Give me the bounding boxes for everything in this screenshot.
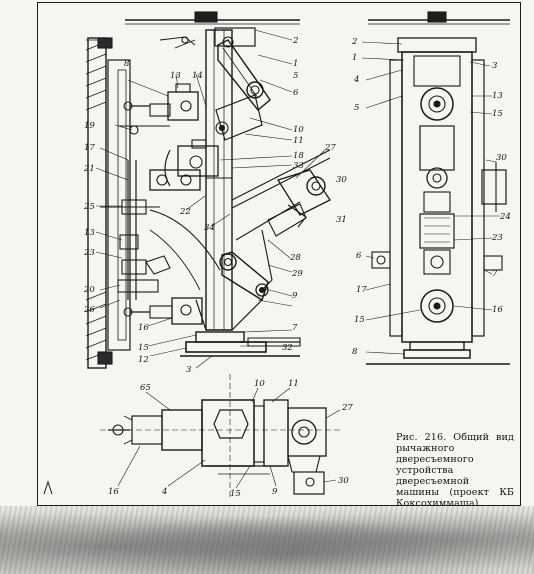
front-label: 8 [352, 347, 358, 357]
side-label: 31 [336, 215, 347, 225]
side-label: 6 [293, 88, 299, 98]
side-label: 32 [282, 343, 293, 353]
plan-view [43, 374, 341, 500]
side-label: 14 [192, 71, 203, 81]
scan-smudge [0, 506, 534, 574]
front-label: 23 [491, 233, 503, 243]
plan-label: 27 [341, 403, 353, 413]
side-label: 5 [293, 71, 298, 81]
side-label: 1 [293, 59, 298, 69]
front-label: 17 [356, 285, 367, 295]
side-label: 13 [84, 228, 95, 238]
side-label: 34 [204, 223, 215, 233]
side-label: 7 [292, 323, 298, 333]
side-label: 13 [170, 71, 181, 81]
side-label: 10 [293, 125, 304, 135]
side-label: 22 [179, 207, 191, 217]
front-label: 7 [492, 269, 498, 279]
side-label: 9 [292, 291, 298, 301]
front-label: 2 [351, 37, 357, 47]
plan-label: 11 [288, 379, 299, 389]
side-labels: 2 1 5 6 10 11 18 33 27 30 31 28 29 9 7 3… [83, 36, 347, 375]
side-label: 27 [324, 143, 336, 153]
side-label: 15 [138, 343, 149, 353]
plan-label: 9 [272, 487, 278, 497]
front-view [361, 11, 510, 365]
front-label: 6 [356, 251, 362, 261]
figure-caption: Рис. 216. Общий вид рычажного двересъемн… [396, 432, 514, 509]
side-label: 28 [289, 253, 301, 263]
plan-label: 10 [254, 379, 265, 389]
front-label: 16 [492, 305, 503, 315]
figure-frame [37, 2, 521, 506]
plan-label: 15 [230, 489, 241, 499]
plan-label: 16 [108, 487, 119, 497]
side-label: 8 [124, 59, 130, 69]
side-label: 21 [83, 164, 95, 174]
side-label: 30 [336, 175, 347, 185]
side-view [85, 11, 331, 369]
side-label: 33 [293, 161, 304, 171]
technical-drawing: 2 1 5 6 10 11 18 33 27 30 31 28 29 9 7 3… [43, 11, 511, 500]
side-label: 26 [83, 305, 95, 315]
side-label: 18 [293, 151, 304, 161]
front-label: 4 [353, 75, 359, 85]
side-label: 3 [186, 365, 191, 375]
front-label: 1 [352, 53, 357, 63]
side-label: 2 [292, 36, 298, 46]
plan-label: 4 [161, 487, 167, 497]
front-label: 30 [496, 153, 507, 163]
side-label: 29 [291, 269, 303, 279]
front-label: 15 [492, 109, 503, 119]
side-label: 11 [293, 136, 304, 146]
plan-label: 65 [140, 383, 151, 393]
side-label: 12 [138, 355, 149, 365]
side-label: 20 [83, 285, 95, 295]
front-label: 24 [499, 212, 511, 222]
plan-labels: 65 10 11 27 30 16 4 15 9 [108, 379, 353, 499]
front-labels: 2 1 4 5 3 13 15 30 24 23 6 17 7 15 16 8 [351, 37, 511, 357]
front-label: 3 [492, 61, 497, 71]
side-label: 25 [83, 202, 95, 212]
side-label: 23 [83, 248, 95, 258]
plan-label: 30 [338, 476, 349, 486]
front-label: 5 [354, 103, 359, 113]
side-label: 19 [84, 121, 95, 131]
front-label: 15 [354, 315, 365, 325]
side-label: 16 [138, 323, 149, 333]
side-label: 17 [84, 143, 95, 153]
front-label: 13 [492, 91, 503, 101]
